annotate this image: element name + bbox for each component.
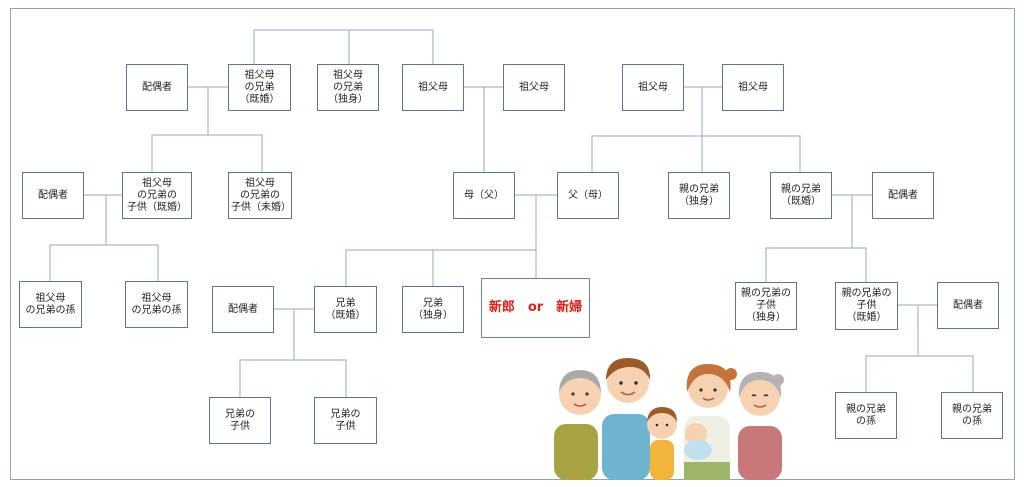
grandfather-figure [554, 370, 601, 480]
node-gp-sibling-married: 祖父母 の兄弟 （既婚） [228, 64, 291, 111]
node-sibling-child-2: 兄弟の 子供 [314, 397, 377, 444]
mother-figure [684, 364, 737, 480]
father-figure [602, 358, 651, 480]
node-gp-sib-grandchild-2: 祖父母 の兄弟の孫 [125, 281, 188, 328]
node-gp-sib-grandchild-1: 祖父母 の兄弟の孫 [19, 281, 82, 328]
node-grandparent-b2: 祖父母 [722, 64, 784, 111]
node-spouse-parent-sib-child: 配偶者 [937, 282, 999, 329]
node-sibling-child-1: 兄弟の 子供 [209, 397, 271, 444]
child-figure [647, 407, 677, 480]
node-parent-sib-married: 親の兄弟 （既婚） [770, 172, 832, 219]
family-illustration [554, 358, 784, 480]
node-spouse-gp: 配偶者 [126, 64, 188, 111]
node-grandparent-a1: 祖父母 [402, 64, 464, 111]
grandmother-figure [738, 372, 784, 480]
node-parent-sib-grandchild-2: 親の兄弟 の孫 [941, 392, 1003, 439]
node-sibling-single: 兄弟 （独身） [402, 286, 464, 333]
node-parent-sib-child-married: 親の兄弟の 子供 （既婚） [835, 282, 898, 330]
node-grandparent-a2: 祖父母 [503, 64, 565, 111]
node-grandparent-b1: 祖父母 [622, 64, 684, 111]
node-father: 父（母） [557, 172, 619, 219]
node-spouse-parent-sib: 配偶者 [872, 172, 934, 219]
node-spouse-gp-child: 配偶者 [22, 172, 84, 219]
node-parent-sib-grandchild-1: 親の兄弟 の孫 [835, 392, 897, 439]
node-sibling-married: 兄弟 （既婚） [314, 286, 377, 333]
node-parent-sib-single: 親の兄弟 （独身） [668, 172, 730, 219]
diagram-frame [10, 8, 1015, 480]
node-gp-sib-child-unmarried: 祖父母 の兄弟の 子供（未婚） [228, 172, 292, 219]
node-spouse-sibling: 配偶者 [212, 286, 274, 333]
node-bride-or-groom: 新郎 or 新婦 [481, 278, 590, 338]
node-mother: 母（父） [453, 172, 515, 219]
node-gp-sib-child-married: 祖父母 の兄弟の 子供（既婚） [122, 172, 192, 219]
node-gp-sibling-single: 祖父母 の兄弟 （独身） [317, 64, 379, 111]
node-parent-sib-child-single: 親の兄弟の 子供 （独身） [735, 282, 797, 330]
